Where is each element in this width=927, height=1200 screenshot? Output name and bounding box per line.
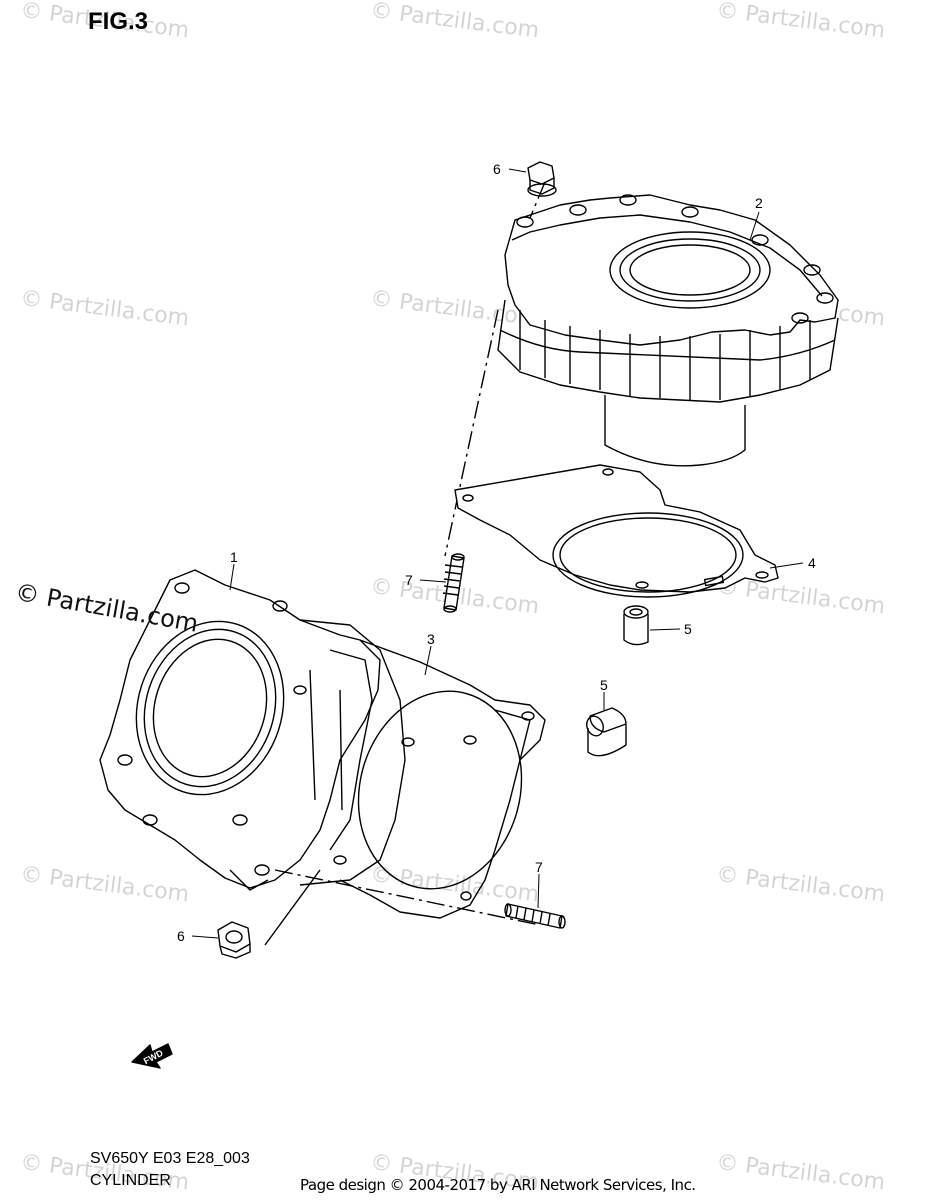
- callout-1: 1: [230, 549, 238, 565]
- leader-line: [264, 869, 321, 946]
- callout-4: 4: [808, 555, 816, 571]
- part-3-gasket-front: [339, 639, 546, 919]
- part-2-cylinder-rear: [497, 194, 839, 467]
- leader-lines: [191, 168, 804, 939]
- callout-7: 7: [405, 572, 413, 588]
- part-6-nut-upper: [527, 161, 557, 197]
- part-5-dowel-upper: [623, 605, 649, 646]
- callout-7: 7: [535, 859, 543, 875]
- part-5-dowel-lower: [586, 707, 627, 757]
- callout-5: 5: [600, 677, 608, 693]
- diagram-code: SV650Y E03 E28_003: [90, 1150, 250, 1167]
- part-4-gasket: [454, 464, 779, 598]
- fwd-arrow-icon: [131, 1043, 173, 1069]
- part-1-cylinder-front: [99, 569, 406, 891]
- diagram-caption: CYLINDER: [90, 1172, 171, 1189]
- page-credit: Page design © 2004-2017 by ARI Network S…: [300, 1176, 696, 1194]
- alignment-line: [444, 181, 546, 557]
- callout-3: 3: [427, 631, 435, 647]
- figure-title: FIG.3: [88, 8, 149, 35]
- part-6-nut-lower: [217, 921, 251, 959]
- part-7-stud-upper: [442, 553, 465, 613]
- alignment-line: [274, 869, 541, 926]
- callout-6: 6: [177, 928, 185, 944]
- part-7-stud-lower: [504, 903, 566, 929]
- callout-5: 5: [684, 621, 692, 637]
- callout-2: 2: [755, 195, 763, 211]
- callout-6: 6: [493, 161, 501, 177]
